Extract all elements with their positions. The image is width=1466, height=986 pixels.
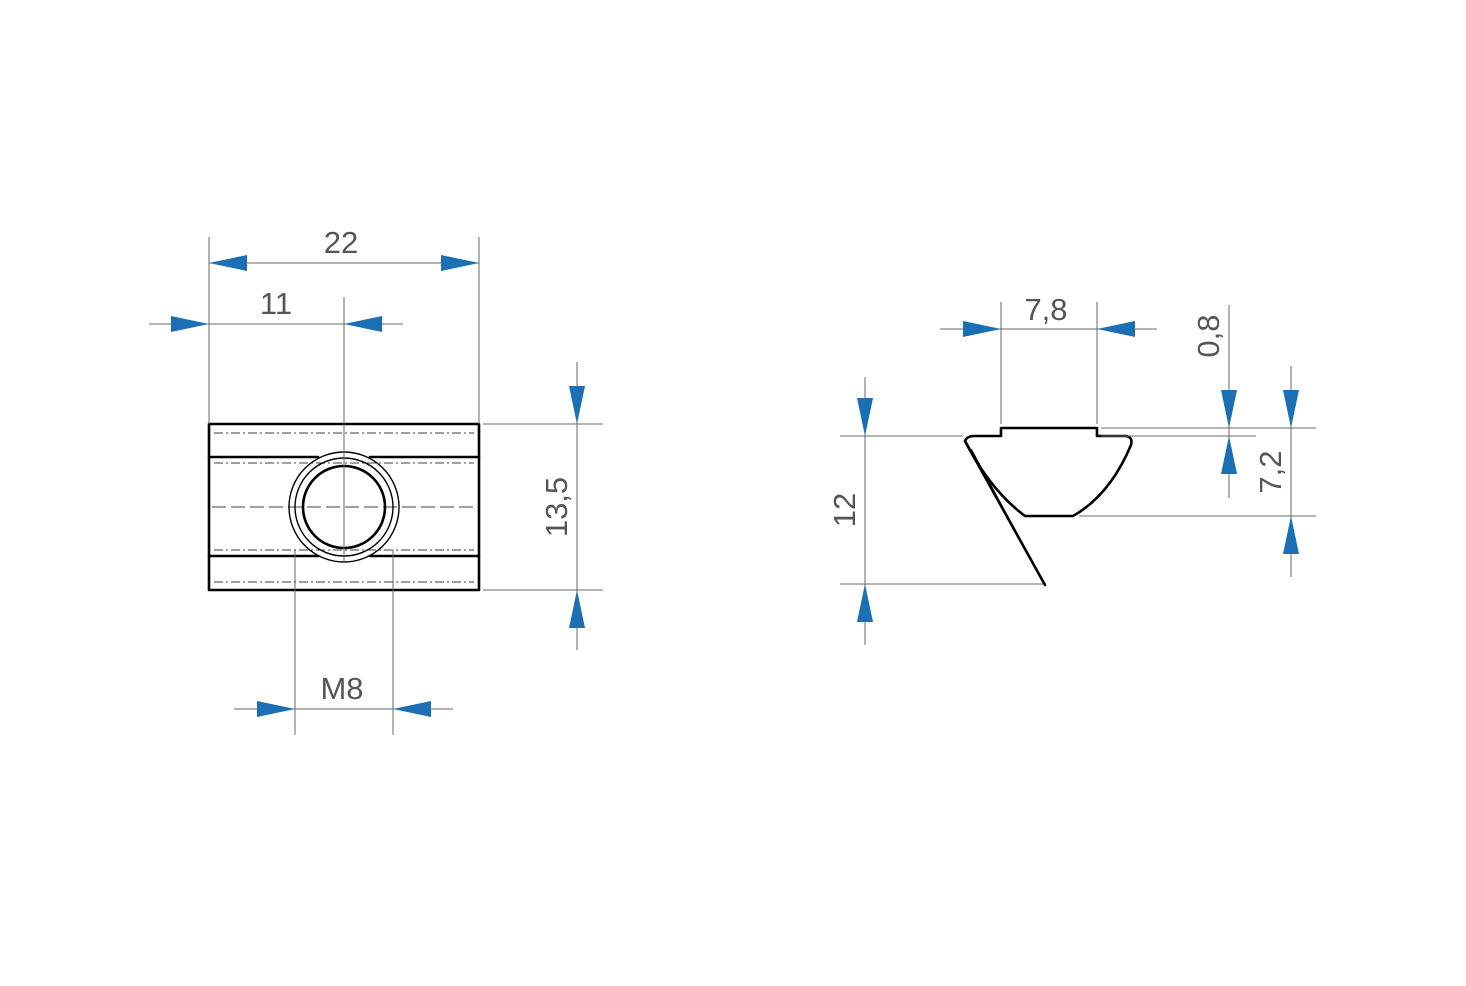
dim-12-label: 12: [827, 493, 862, 527]
arrow-7-8-right: [1097, 321, 1135, 337]
arrow-11-right: [344, 316, 382, 332]
dim-11-label: 11: [260, 286, 292, 321]
dim-0-8-label: 0,8: [1191, 314, 1226, 357]
arrow-7-2-top: [1283, 390, 1299, 428]
arrow-22-right: [441, 255, 479, 271]
profile-outline: [963, 426, 1133, 518]
arrow-11-left: [171, 316, 209, 332]
arrow-m8-left: [257, 701, 295, 717]
front-view: 22 11 13,5 M8: [149, 225, 603, 735]
arrow-13-5-bottom: [569, 590, 585, 628]
dim-13-5-label: 13,5: [539, 477, 574, 537]
arrow-12-bottom: [857, 584, 873, 622]
arrow-7-8-left: [963, 321, 1001, 337]
arrow-12-top: [857, 398, 873, 436]
side-view: 7,8 0,8 7,2 12: [827, 292, 1316, 645]
arrow-7-2-bottom: [1283, 516, 1299, 554]
dim-7-2-label: 7,2: [1253, 450, 1288, 493]
arrow-22-left: [209, 255, 247, 271]
arrow-0-8-top: [1221, 390, 1237, 428]
arrow-13-5-top: [569, 386, 585, 424]
dim-m8-label: M8: [320, 671, 363, 706]
arrow-0-8-bottom: [1221, 436, 1237, 474]
spring-leaf-edge: [970, 448, 1042, 579]
arrow-m8-right: [393, 701, 431, 717]
dim-7-8-label: 7,8: [1024, 292, 1067, 327]
dim-22-label: 22: [324, 225, 358, 260]
